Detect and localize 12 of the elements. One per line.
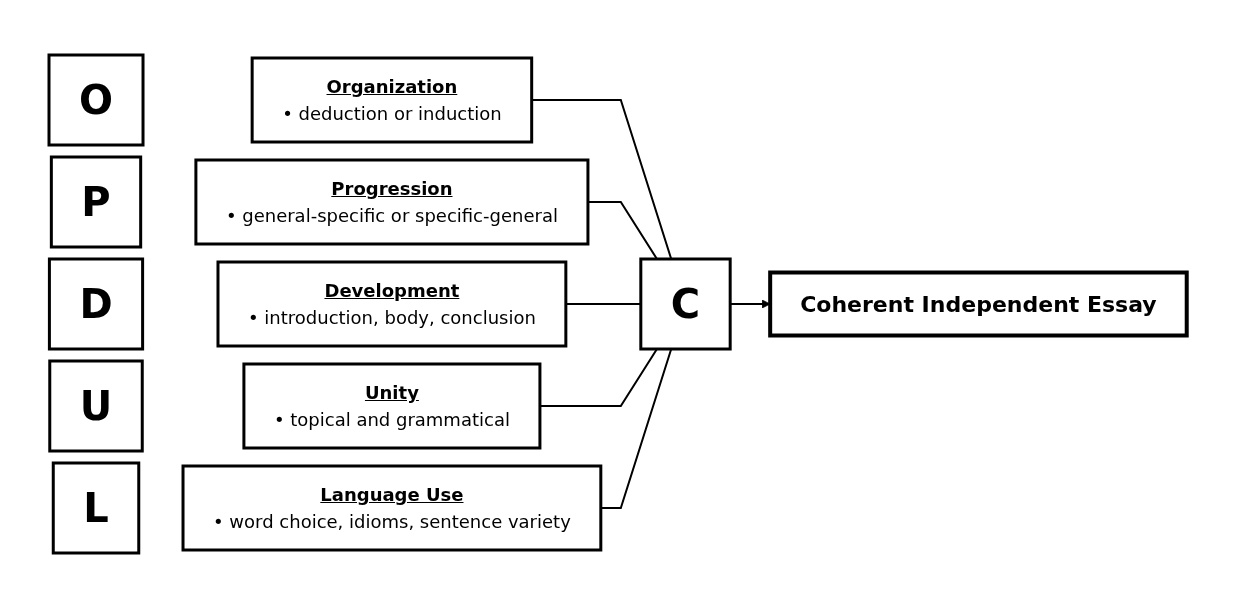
node-box: Progression • general-specific or specific-general xyxy=(194,158,590,246)
node-box: Coherent Independent Essay xyxy=(767,270,1189,338)
node-box: U xyxy=(47,359,144,453)
node-box: P xyxy=(49,155,142,249)
node-box: Development • introduction, body, conclusion xyxy=(216,260,567,348)
node-box: D xyxy=(47,257,144,351)
node-box: Unity • topical and grammatical xyxy=(242,362,542,450)
node-box: C xyxy=(638,257,732,351)
node-box: O xyxy=(47,53,145,147)
node-box: Organization • deduction or induction xyxy=(250,56,533,144)
node-box: Language Use • word choice, idioms, sentence variety xyxy=(181,464,602,552)
node-box: L xyxy=(51,461,140,555)
